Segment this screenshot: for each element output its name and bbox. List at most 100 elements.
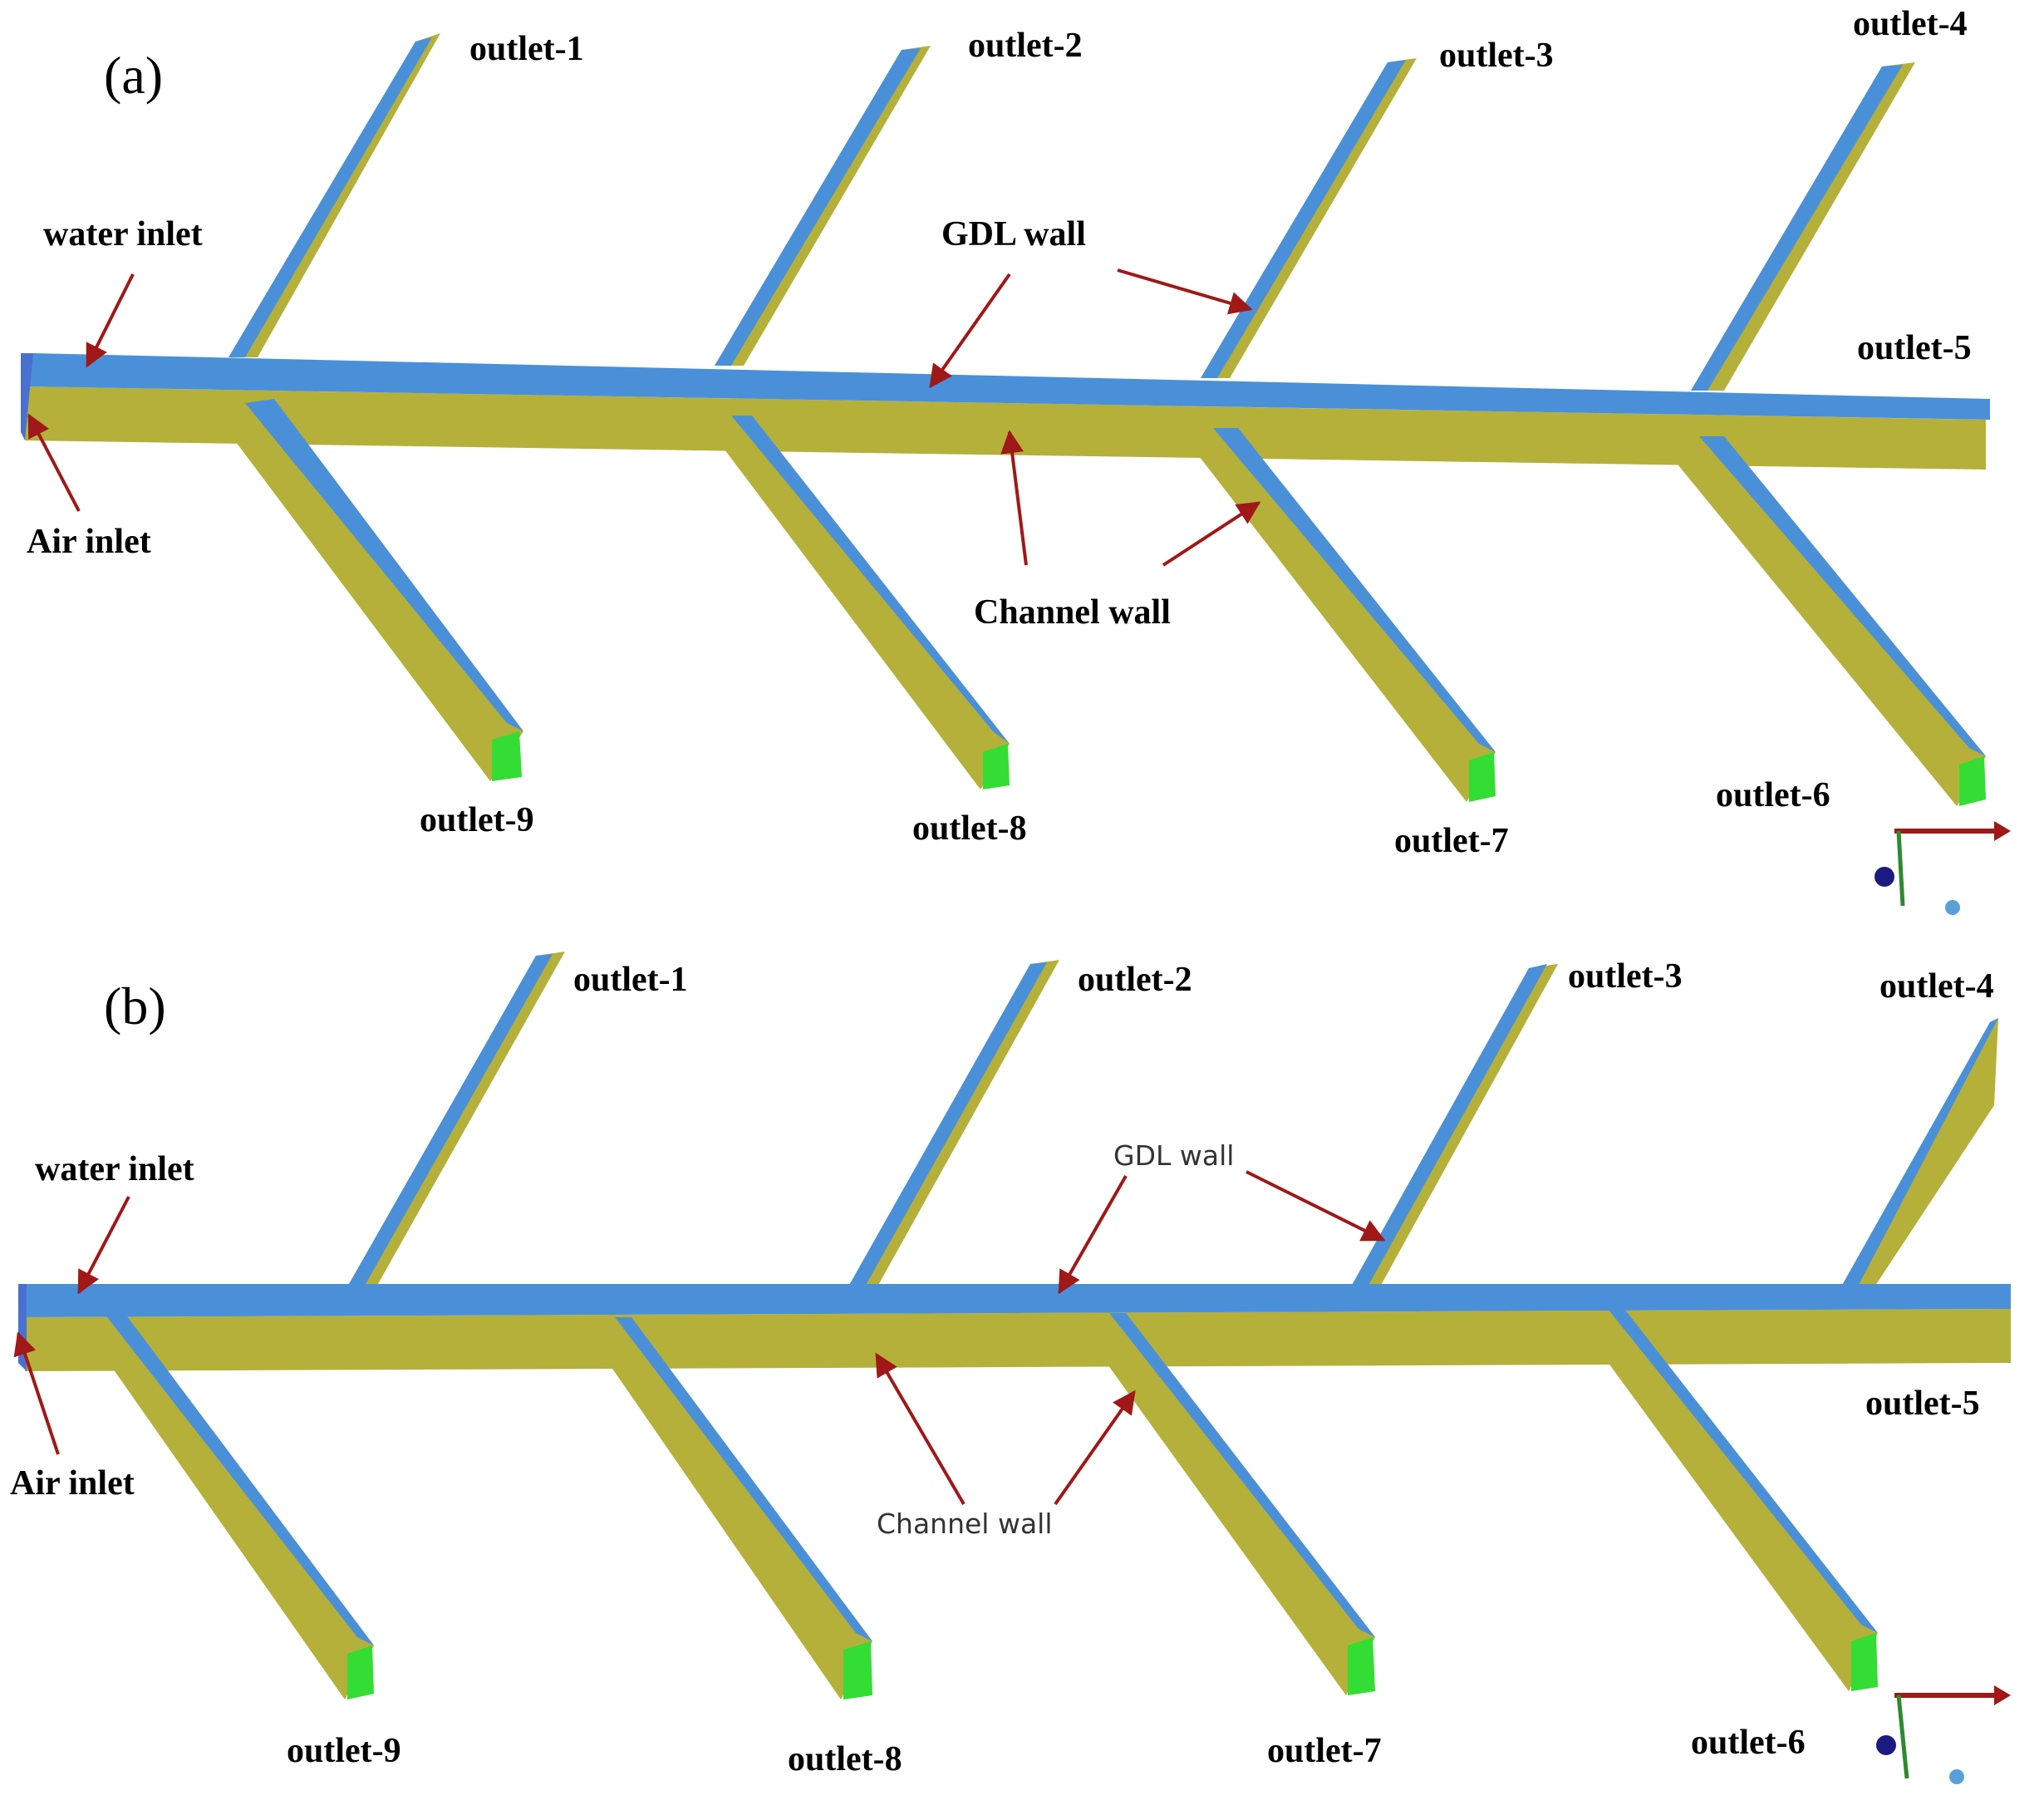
label-outlet-9-a: outlet-9	[420, 801, 534, 839]
label-outlet-7-a: outlet-7	[1394, 822, 1509, 860]
panel-a-lower-branches	[228, 399, 1986, 806]
label-outlet-5-a: outlet-5	[1857, 329, 1972, 367]
main-channel-b-gdl	[25, 1284, 2011, 1317]
outlet-8-face-a	[983, 744, 1010, 789]
outlet-7-face-b	[1348, 1637, 1375, 1695]
branch-outlet-7-a-top	[1213, 428, 1496, 752]
panel-b-upper-branches	[349, 952, 1998, 1288]
branch-outlet-6-a	[1678, 436, 1986, 806]
outlet-7-face-a	[1469, 752, 1496, 802]
branch-outlet-3-a-top	[1201, 60, 1406, 378]
outlet-9-face-a	[492, 731, 522, 781]
axis-marker-a	[1945, 900, 1960, 915]
panel-b-main-channel	[18, 1284, 2011, 1371]
label-water-inlet-b: water inlet	[35, 1150, 194, 1188]
label-gdl-wall-a: GDL wall	[941, 215, 1086, 253]
branch-outlet-4-b-top	[1840, 1018, 1998, 1288]
label-air-inlet-b: Air inlet	[10, 1464, 135, 1503]
main-channel-a-gdl	[25, 353, 1990, 420]
branch-outlet-2-b-top	[848, 962, 1047, 1288]
branch-outlet-1-a-top	[228, 37, 432, 357]
panel-a-labels: outlet-1 outlet-2 outlet-3 outlet-4 outl…	[27, 5, 1972, 860]
label-water-inlet-a: water inlet	[43, 215, 203, 253]
panel-a-arrows	[27, 268, 1261, 567]
label-outlet-3-b: outlet-3	[1568, 957, 1683, 996]
label-outlet-2-b: outlet-2	[1078, 961, 1192, 999]
arrow-water-inlet-b	[77, 1196, 130, 1295]
panel-a: (a)	[21, 5, 2011, 915]
label-outlet-1-b: outlet-1	[573, 961, 688, 999]
label-outlet-1-a: outlet-1	[469, 30, 584, 68]
label-outlet-8-a: outlet-8	[912, 809, 1027, 848]
branch-outlet-9-a-top	[245, 399, 523, 731]
arrow-water-inlet-a	[86, 273, 135, 368]
arrow-channel-wall-2-b	[1054, 1390, 1136, 1506]
arrow-channel-wall-1-b	[875, 1352, 965, 1506]
branch-outlet-7-b	[1088, 1313, 1375, 1695]
label-air-inlet-a: Air inlet	[27, 523, 151, 561]
arrow-gdl-wall-1-b	[1058, 1175, 1128, 1295]
branch-outlet-6-b	[1587, 1309, 1878, 1691]
branch-outlet-8-b	[594, 1317, 872, 1699]
label-outlet-8-b: outlet-8	[788, 1740, 902, 1778]
panel-b-labels: outlet-1 outlet-2 outlet-3 outlet-4 outl…	[10, 957, 1994, 1778]
branch-outlet-7-a	[1196, 428, 1496, 802]
branch-outlet-6-b-top	[1608, 1309, 1878, 1633]
axis-x-b-head	[1994, 1685, 2011, 1705]
branch-outlet-8-a-top	[731, 416, 1010, 744]
label-outlet-2-a: outlet-2	[968, 27, 1083, 65]
axis-x-a-head	[1994, 821, 2011, 841]
main-channel-a-side	[25, 386, 1986, 470]
branch-outlet-9-b	[91, 1313, 374, 1699]
air-inlet-face-a	[21, 353, 33, 440]
panel-a-upper-branches	[228, 33, 1915, 391]
axis-z-b	[1876, 1735, 1896, 1755]
outlet-6-face-a	[1959, 756, 1986, 806]
label-gdl-wall-b: GDL wall	[1113, 1139, 1234, 1172]
label-outlet-6-a: outlet-6	[1716, 776, 1830, 814]
arrow-gdl-wall-2-a	[1117, 268, 1253, 315]
panel-b: (b)	[10, 952, 2011, 1784]
panel-a-main-channel	[21, 353, 1990, 470]
axis-y-b	[1896, 1694, 1909, 1779]
label-outlet-7-b: outlet-7	[1267, 1732, 1382, 1770]
label-outlet-4-b: outlet-4	[1879, 967, 1994, 1006]
outlet-9-face-b	[347, 1645, 374, 1699]
label-outlet-5-b: outlet-5	[1865, 1385, 1980, 1423]
arrow-air-inlet-b	[13, 1331, 60, 1455]
branch-outlet-8-b-top	[615, 1317, 872, 1641]
axis-z-a	[1874, 867, 1894, 887]
branch-outlet-4-a-top	[1691, 65, 1903, 391]
branch-outlet-7-b-top	[1109, 1313, 1375, 1637]
panel-a-axis-triad	[1874, 821, 2011, 915]
arrow-channel-wall-1-a	[1000, 430, 1028, 566]
label-outlet-6-b: outlet-6	[1691, 1724, 1806, 1762]
branch-outlet-2-a-top	[715, 48, 921, 366]
branch-outlet-1-b-top	[349, 954, 553, 1284]
panel-b-arrows	[13, 1170, 1386, 1506]
axis-marker-b	[1949, 1769, 1964, 1784]
panel-b-axis-triad	[1876, 1685, 2011, 1784]
label-channel-wall-a: Channel wall	[974, 593, 1171, 632]
axis-y-a	[1896, 830, 1905, 907]
panel-b-lower-branches	[91, 1309, 1878, 1699]
branch-outlet-6-a-top	[1699, 436, 1986, 756]
arrow-channel-wall-2-a	[1162, 501, 1261, 567]
branch-outlet-9-a	[228, 399, 523, 781]
arrow-air-inlet-a	[27, 413, 81, 512]
panel-b-label: (b)	[104, 976, 166, 1035]
label-outlet-4-a: outlet-4	[1853, 5, 1968, 43]
outlet-6-face-b	[1851, 1633, 1878, 1691]
label-outlet-9-b: outlet-9	[287, 1732, 401, 1770]
label-channel-wall-b: Channel wall	[877, 1508, 1053, 1540]
panel-a-label: (a)	[104, 46, 163, 105]
label-outlet-3-a: outlet-3	[1439, 37, 1554, 75]
branch-outlet-9-b-top	[104, 1313, 374, 1645]
outlet-8-face-b	[843, 1641, 872, 1699]
arrow-gdl-wall-2-b	[1246, 1170, 1386, 1242]
arrow-gdl-wall-1-a	[929, 273, 1011, 389]
branch-outlet-3-b-top	[1350, 964, 1547, 1288]
branch-outlet-8-a	[715, 416, 1010, 789]
main-channel-b-side	[25, 1309, 2011, 1371]
